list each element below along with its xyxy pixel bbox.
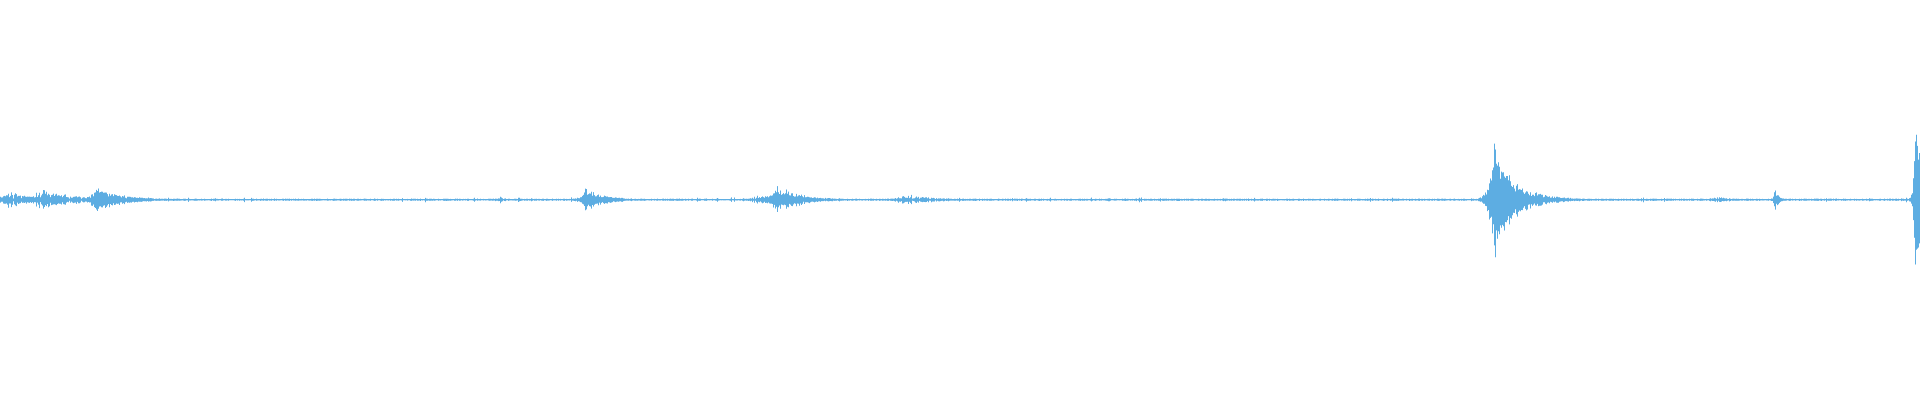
waveform-signal [0, 134, 1920, 265]
